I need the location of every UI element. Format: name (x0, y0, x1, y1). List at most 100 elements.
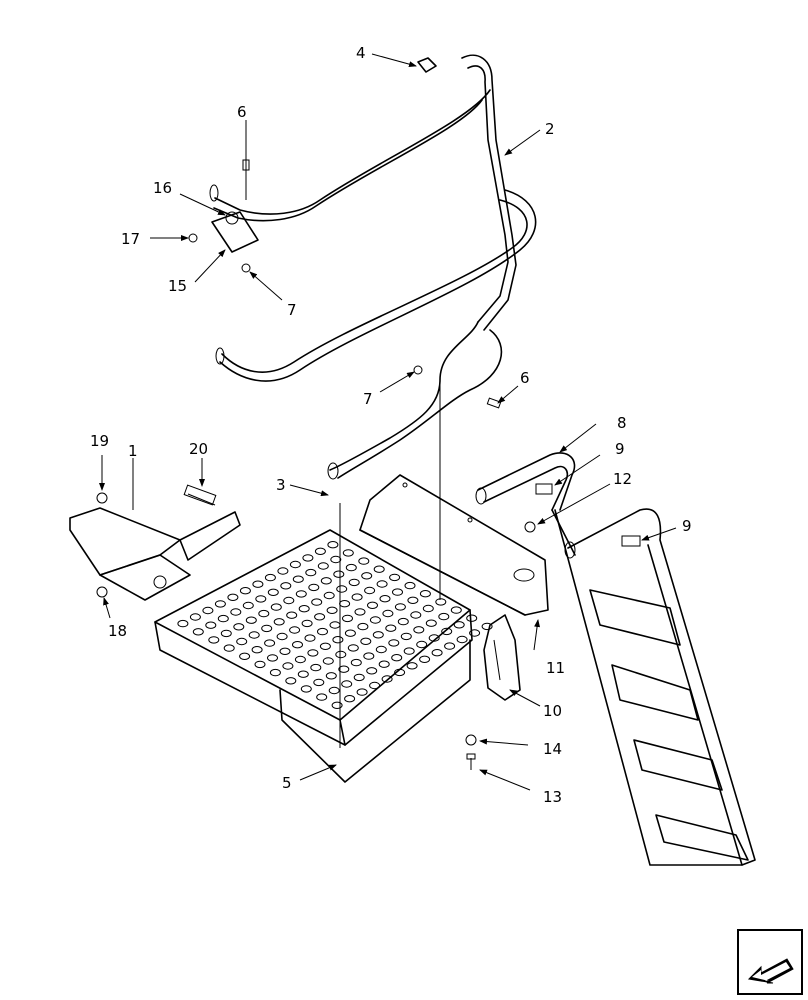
perforation-hole (413, 626, 425, 634)
perforation-hole (280, 582, 292, 590)
perforation-hole (258, 609, 270, 618)
perforation-hole (391, 654, 403, 662)
perforation-hole (227, 593, 239, 601)
perforation-hole (369, 616, 381, 624)
perforation-hole (397, 617, 409, 626)
perforation-hole (314, 613, 326, 621)
access-ladder (551, 508, 756, 866)
nav-arrow-button[interactable] (737, 929, 803, 995)
perforation-hole (373, 565, 385, 573)
perforation-hole (372, 631, 384, 639)
perforation-hole (358, 557, 370, 565)
callout-5: 5 (282, 774, 292, 792)
perforation-hole (285, 677, 297, 685)
perforation-hole (233, 623, 245, 631)
perforation-hole (341, 680, 353, 688)
perforation-hole (425, 619, 437, 627)
perforation-hole (345, 563, 357, 572)
callout-3: 3 (276, 476, 286, 494)
callout-labels: 1 2 3 4 5 6 6 7 7 8 9 9 10 11 12 13 14 1… (90, 44, 692, 806)
perforation-hole (435, 598, 447, 606)
perforation-hole (177, 619, 189, 628)
perforation-hole (385, 624, 397, 632)
perforation-hole (347, 644, 359, 652)
callout-8: 8 (617, 414, 627, 432)
perforation-hole (438, 612, 450, 621)
leader-lines (99, 53, 677, 791)
perforation-hole (192, 628, 204, 636)
callout-16: 16 (153, 179, 172, 197)
callout-14: 14 (543, 740, 562, 758)
perforation-hole (311, 598, 323, 606)
perforation-hole (369, 681, 381, 690)
callout-17: 17 (121, 230, 140, 248)
step-rail-part-8 (475, 452, 576, 533)
perforation-hole (406, 662, 418, 670)
perforation-hole (273, 618, 285, 626)
perforation-hole (376, 580, 388, 588)
callout-7a: 7 (287, 301, 297, 319)
perforation-hole (270, 603, 282, 611)
perforation-hole (214, 600, 226, 608)
perforation-hole (444, 642, 456, 650)
perforation-hole (294, 655, 306, 664)
callout-18: 18 (108, 622, 127, 640)
callout-4: 4 (356, 44, 366, 62)
perforation-hole (428, 634, 440, 642)
perforation-hole (251, 646, 263, 654)
perforation-hole (403, 647, 415, 655)
perforation-hole (366, 667, 378, 675)
perforation-hole (378, 660, 390, 668)
perforation-hole (375, 645, 387, 654)
perforation-hole (453, 621, 465, 629)
perforation-hole (353, 673, 365, 682)
perforation-hole (223, 644, 235, 652)
perforation-hole (252, 580, 264, 588)
perforation-hole (357, 622, 369, 631)
perforation-hole (419, 655, 431, 663)
perforation-hole (466, 614, 478, 622)
perforation-hole (264, 639, 276, 647)
perforation-hole (336, 585, 348, 593)
handrail-part-2 (209, 54, 537, 480)
perforation-hole (348, 578, 360, 587)
mounting-bracket-part-1 (69, 484, 241, 601)
callout-12: 12 (613, 470, 632, 488)
perforation-hole (202, 606, 214, 615)
perforation-hole (205, 621, 217, 629)
arrow-down-left-icon (747, 958, 794, 984)
support-channel-part-11 (359, 474, 549, 616)
perforation-hole (333, 570, 345, 578)
callout-10: 10 (543, 702, 562, 720)
perforation-hole (292, 641, 303, 649)
perforation-hole (317, 562, 329, 570)
perforation-hole (330, 555, 342, 564)
perforation-hole (289, 626, 301, 634)
platform-perforations (177, 541, 493, 709)
perforation-hole (441, 627, 453, 636)
perforation-hole (302, 554, 314, 562)
perforation-hole (255, 595, 267, 603)
perforation-hole (327, 541, 339, 549)
perforation-hole (261, 624, 273, 633)
callout-6b: 6 (520, 369, 530, 387)
perforation-hole (239, 652, 251, 660)
perforation-hole (356, 688, 368, 696)
perforation-hole (367, 601, 378, 609)
perforation-hole (388, 639, 400, 647)
callout-9a: 9 (615, 440, 625, 458)
perforation-hole (301, 619, 313, 628)
perforation-hole (189, 613, 201, 621)
perforation-hole (295, 590, 307, 598)
perforation-hole (220, 629, 232, 638)
perforation-hole (269, 668, 281, 677)
perforation-hole (282, 662, 294, 670)
perforation-hole (276, 632, 288, 641)
callout-19: 19 (90, 432, 109, 450)
perforation-hole (316, 693, 328, 701)
callout-11: 11 (546, 659, 565, 677)
perforation-hole (322, 657, 334, 665)
perforation-hole (410, 611, 422, 619)
perforation-hole (338, 665, 350, 673)
